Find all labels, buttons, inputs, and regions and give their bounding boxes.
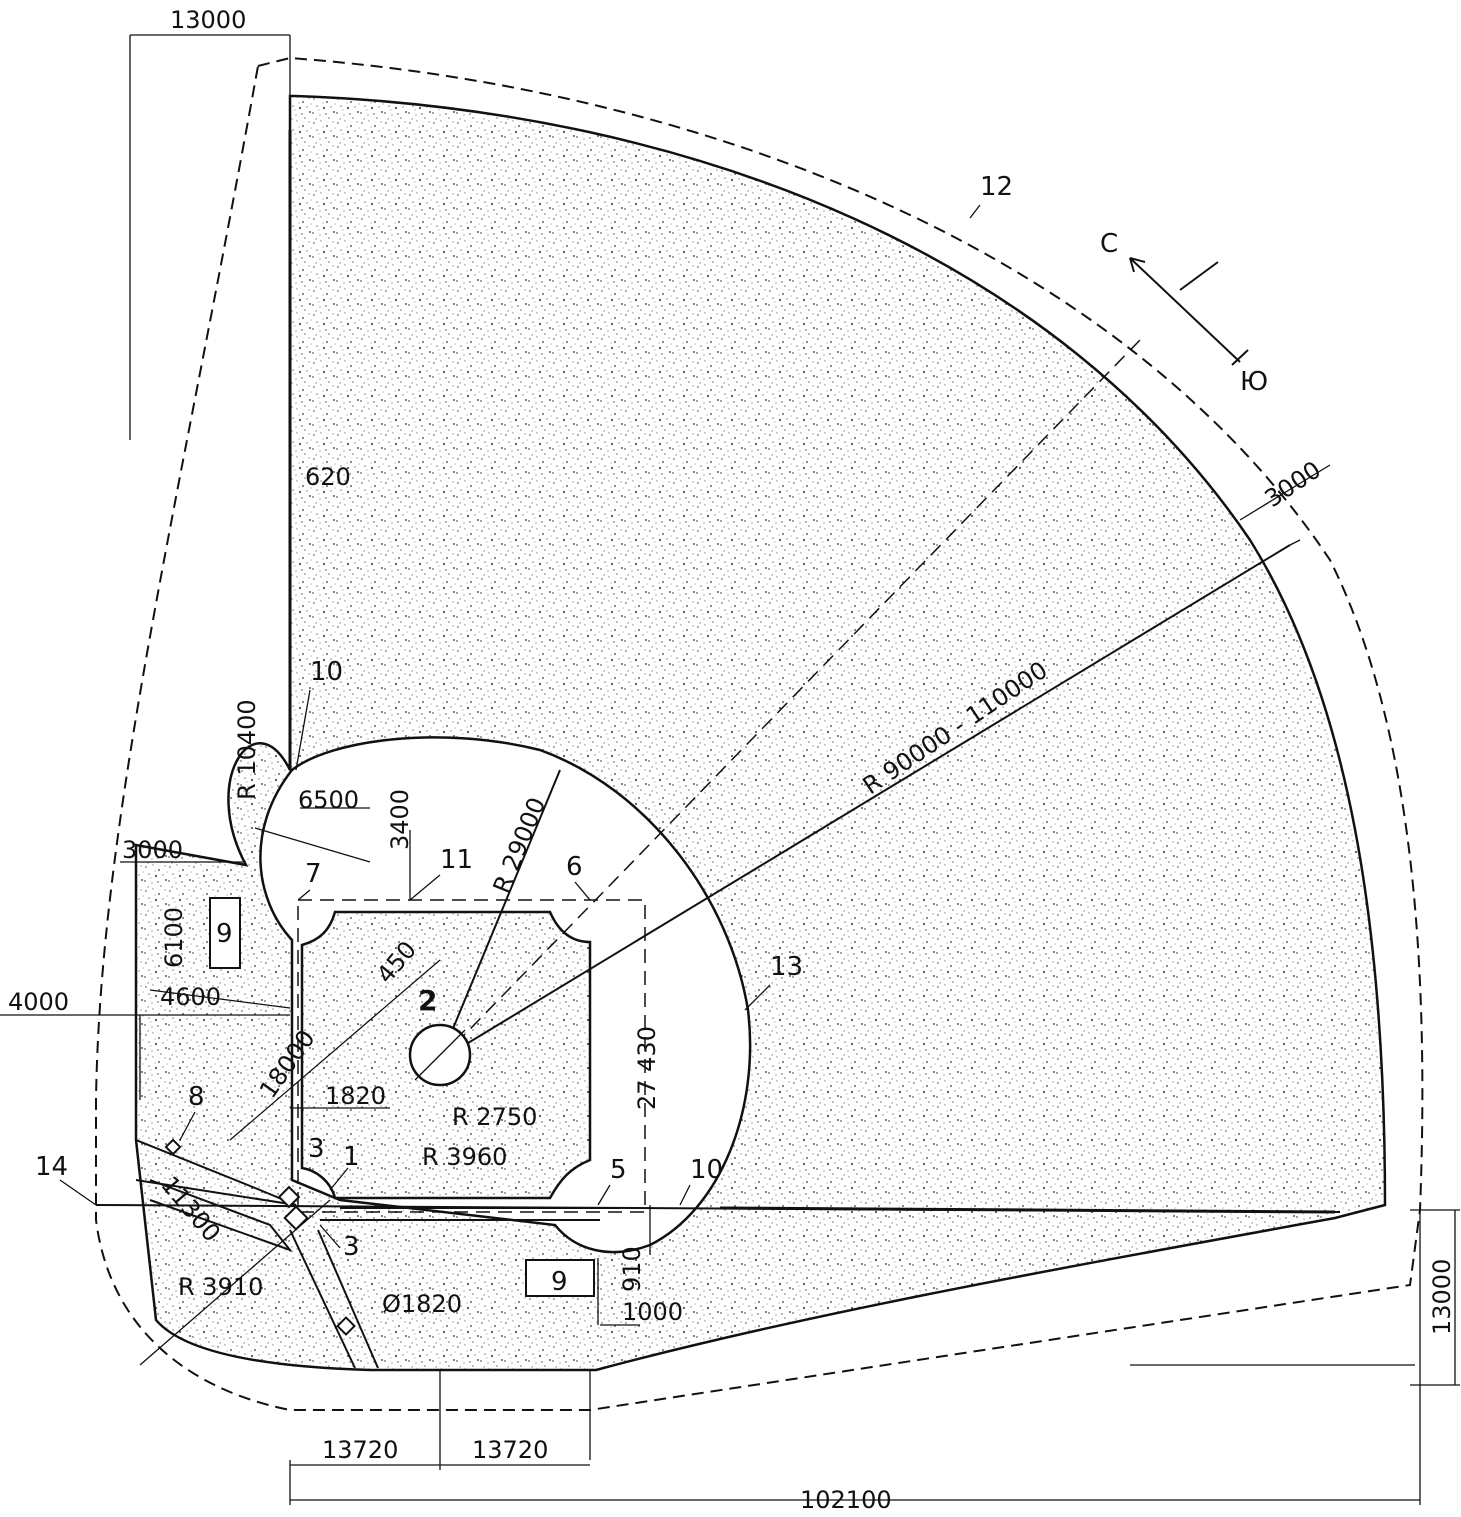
north-axis-dashed (439, 339, 1141, 1061)
dim-4600: 4600 (160, 983, 221, 1011)
dim-1820-horizontal: 1820 (325, 1082, 386, 1110)
item-label-12: 12 (980, 172, 1013, 202)
dim-bottom-13720-right: 13720 (472, 1436, 548, 1464)
radius-29000-line (439, 769, 561, 1061)
item-label-14: 14 (35, 1152, 68, 1182)
main-pipeline-heavy (719, 1206, 1336, 1214)
road-lower-left-2 (149, 1179, 293, 1253)
item-label-9-lower: 9 (551, 1267, 568, 1297)
item-label-10-lower: 10 (690, 1155, 723, 1185)
item-label-9-left: 9 (216, 919, 233, 949)
road-down (289, 1229, 379, 1369)
item-label-8: 8 (188, 1082, 205, 1112)
item-label-7: 7 (305, 859, 322, 889)
compass-axis (1129, 257, 1241, 363)
item-label-5: 5 (610, 1155, 627, 1185)
dim-3000-right: 3000 (1260, 456, 1326, 513)
dim-top-left-width: 13000 (170, 6, 246, 34)
radius-90000-line (439, 544, 1291, 1061)
compass-south-label: Ю (1240, 367, 1268, 397)
dim-r-2750: R 2750 (452, 1103, 537, 1131)
dim-3400: 3400 (386, 789, 414, 850)
diag-18000-line (229, 959, 441, 1141)
box-9-lower (525, 1259, 595, 1297)
dim-r-10400: R 10400 (233, 699, 261, 800)
item-label-3-lower: 3 (343, 1232, 360, 1262)
dim-r-3960: R 3960 (422, 1143, 507, 1171)
outer-boundary-dashed (95, 56, 1424, 1411)
item-label-2: 2 (418, 984, 437, 1017)
dim-1000: 1000 (622, 1298, 683, 1326)
item-label-11: 11 (440, 845, 473, 875)
dim-phi-1820: Ø1820 (382, 1290, 462, 1318)
dim-r-3910: R 3910 (178, 1273, 263, 1301)
item-label-3-upper: 3 (308, 1134, 325, 1164)
road-lower-left (135, 1139, 297, 1206)
item-label-6: 6 (566, 852, 583, 882)
dim-bottom-total: 102100 (800, 1486, 892, 1514)
dim-bottom-13720-left: 13720 (322, 1436, 398, 1464)
dim-6500: 6500 (298, 786, 359, 814)
box-9-left (209, 897, 241, 969)
dim-910: 910 (618, 1246, 646, 1292)
compass-north-label: С (1100, 229, 1118, 259)
item-label-1: 1 (343, 1142, 360, 1172)
dim-3000-left: 3000 (122, 836, 183, 864)
item-label-13: 13 (770, 952, 803, 982)
dim-6100: 6100 (160, 907, 188, 968)
item-label-10-upper: 10 (310, 657, 343, 687)
dim-mast-620: 620 (305, 463, 351, 491)
dim-27430: 27 430 (633, 1026, 661, 1110)
dim-13000-right: 13000 (1428, 1259, 1456, 1335)
dim-4000: 4000 (8, 988, 69, 1016)
